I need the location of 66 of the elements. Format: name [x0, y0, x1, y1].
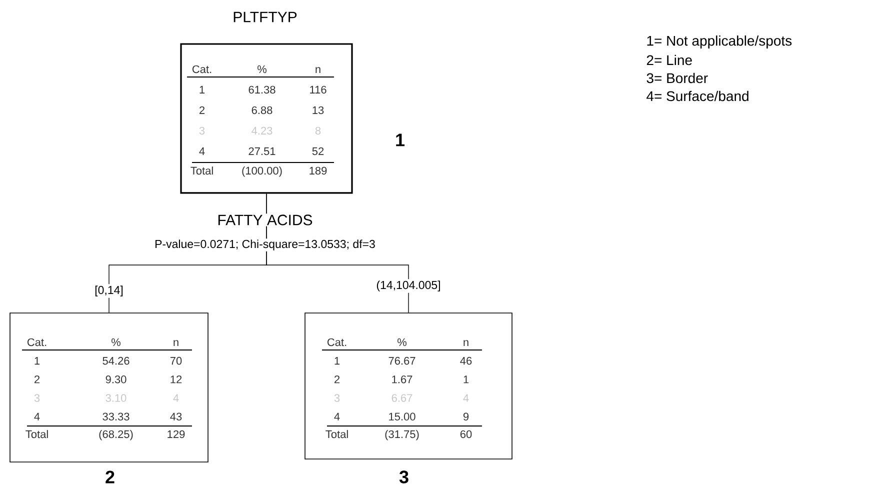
table-cell: Total	[26, 430, 48, 438]
table-cell: 3	[34, 394, 40, 402]
table-cell: 4	[173, 394, 179, 402]
table-cell: %	[258, 65, 266, 74]
legend-note: 1= Not applicable/spots	[645, 34, 794, 50]
table-cell: Cat.	[327, 338, 346, 346]
table-cell: Cat.	[27, 338, 46, 346]
table-cell: 1.67	[392, 376, 412, 384]
table-cell: 76.67	[388, 356, 416, 365]
edge-label: [0,14]	[93, 284, 125, 298]
table-cell: 46	[460, 356, 472, 365]
table-cell: 52	[312, 147, 324, 156]
table-cell: 116	[310, 86, 326, 94]
table-cell: %	[112, 338, 120, 346]
table-cell: 2	[334, 376, 340, 384]
legend-note: 4= Surface/band	[645, 90, 750, 102]
test-statistics: P-value=0.0271; Chi-square=13.0533; df=3	[154, 238, 376, 252]
table-cell: 2	[200, 106, 205, 114]
table-cell: 60	[460, 430, 472, 438]
variable-heading: PLTFTYP	[234, 12, 297, 22]
table-cell: 3	[199, 126, 205, 135]
table-cell: %	[398, 338, 406, 346]
table-cell: 6.67	[392, 394, 412, 402]
table-cell: n	[464, 340, 468, 346]
table-cell: 4.23	[252, 126, 272, 135]
table-cell: 129	[168, 430, 185, 438]
table-cell: 4	[34, 412, 40, 420]
node-number: 1	[396, 134, 405, 146]
table-cell: 27.51	[248, 147, 276, 156]
table-cell: 33.33	[102, 412, 130, 420]
table-cell: 70	[170, 356, 182, 365]
table-cell: 15.00	[389, 412, 416, 420]
table-cell: 54.26	[102, 356, 130, 365]
table-cell: 1	[200, 86, 205, 94]
table-cell: 4	[199, 147, 205, 155]
table-cell: 1	[34, 357, 40, 365]
split-variable-name: FATTY ACIDS	[216, 214, 314, 226]
table-cell: n	[316, 67, 320, 73]
edge-label: (14,104.005]	[374, 279, 442, 293]
table-cell: 8	[315, 126, 321, 135]
table-cell: 189	[310, 166, 327, 175]
table-cell: 61.38	[248, 86, 276, 94]
table-cell: 1	[334, 357, 340, 365]
table-cell: (68.25)	[99, 430, 133, 440]
table-cell: 2	[34, 376, 40, 384]
table-cell: 1	[464, 376, 469, 384]
table-cell: Cat.	[192, 65, 212, 74]
table-cell: 4	[334, 412, 340, 420]
table-cell: 43	[170, 412, 182, 420]
table-cell: 12	[170, 376, 182, 384]
table-cell: 4	[463, 394, 469, 402]
table-cell: Total	[326, 430, 348, 438]
legend-note: 2= Line	[645, 54, 694, 66]
table-cell: Total	[190, 166, 213, 175]
table-cell: 3	[334, 394, 340, 402]
table-cell: n	[174, 340, 178, 346]
table-cell: 13	[312, 106, 324, 114]
table-cell: 6.88	[252, 106, 272, 114]
node-number: 3	[399, 470, 408, 484]
table-cell: 3.10	[106, 394, 126, 402]
table-cell: 9	[463, 412, 469, 420]
table-cell: (100.00)	[242, 166, 282, 177]
legend-note: 3= Border	[645, 72, 710, 84]
table-cell: (31.75)	[385, 430, 419, 440]
table-cell: 9.30	[106, 376, 126, 384]
node-number: 2	[106, 470, 114, 484]
